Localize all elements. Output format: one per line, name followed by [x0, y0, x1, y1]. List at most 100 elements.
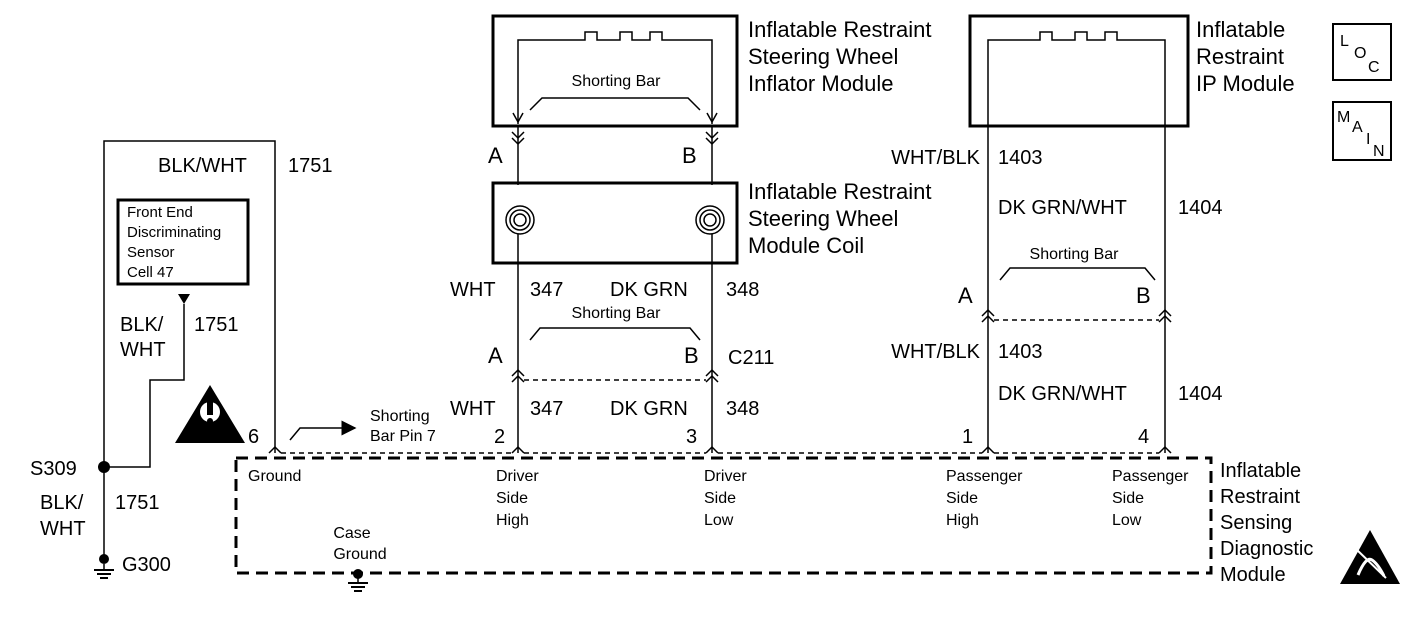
ground-wiring: BLK/WHT 1751 Front End Discriminating Se…: [30, 140, 333, 579]
sw-module-coil: Inflatable Restraint Steering Wheel Modu…: [491, 179, 931, 265]
wire-wht-blk-lower-circuit: 1403: [998, 341, 1043, 363]
wire-dkgrn-348-lower-color: DK GRN: [610, 398, 688, 420]
c211-pin-a: A: [488, 343, 503, 368]
main-letter-a: A: [1352, 119, 1363, 136]
pin-4-function-3: Low: [1112, 512, 1142, 529]
case-ground-label-2: Ground: [333, 546, 386, 563]
coil-title-3: Module Coil: [748, 233, 864, 258]
main-badge[interactable]: M A I N: [1332, 101, 1392, 161]
sdm-title-3: Sensing: [1220, 512, 1292, 534]
sdm-title-5: Module: [1220, 564, 1286, 586]
pin-2-function-2: Side: [496, 490, 528, 507]
loc-letter-o: O: [1354, 45, 1366, 62]
ground-g300-icon: [94, 554, 114, 579]
wire-dkgrn-wht-lower-circuit: 1404: [1178, 383, 1223, 405]
sdm-module: Ground Driver Side High Driver Side Low …: [234, 456, 1313, 592]
sensor-title-4: Cell 47: [127, 264, 174, 281]
pin-4-function-1: Passenger: [1112, 468, 1189, 485]
loc-badge[interactable]: L O C: [1332, 23, 1392, 81]
shorting-pin-note-1: Shorting: [370, 408, 430, 425]
wire-dkgrn-wht-color: DK GRN/WHT: [998, 197, 1127, 219]
wire-dkgrn-wht-circuit: 1404: [1178, 197, 1223, 219]
coil-left-icon: [505, 205, 535, 235]
wire-wht-347-lower-color: WHT: [450, 398, 496, 420]
wire-blk-wht-mid-color2: WHT: [120, 339, 166, 361]
coil-title-2: Steering Wheel: [748, 206, 898, 231]
wire-blk-wht-bot-color1: BLK/: [40, 492, 84, 514]
sw-inflator-title-3: Inflator Module: [748, 71, 894, 96]
sw-inflator-pin-a: A: [488, 143, 503, 168]
sensor-title-2: Discriminating: [127, 224, 221, 241]
warning-icon: [175, 385, 245, 443]
c211-pin-b: B: [684, 343, 699, 368]
ip-module-title-3: IP Module: [1196, 71, 1295, 96]
loc-letter-l: L: [1340, 33, 1349, 50]
pin-2-number: 2: [494, 426, 505, 448]
passenger-wires: WHT/BLK 1403 DK GRN/WHT 1404 Shorting Ba…: [891, 126, 1223, 453]
sdm-connector: 6 2 3 1 4: [248, 426, 1172, 454]
wire-blk-wht-top-circuit: 1751: [288, 155, 333, 177]
c211-label: C211: [728, 347, 774, 369]
sdm-title-4: Diagnostic: [1220, 538, 1313, 560]
sw-inflator-title-2: Steering Wheel: [748, 44, 898, 69]
c211-shorting-bar-label: Shorting Bar: [572, 305, 662, 322]
wire-wht-blk-color: WHT/BLK: [891, 147, 981, 169]
shorting-pin-note-2: Bar Pin 7: [370, 428, 436, 445]
shorting-pin-note: Shorting Bar Pin 7: [289, 408, 436, 445]
case-ground-label-1: Case: [333, 525, 370, 542]
splice-s309-label: S309: [30, 458, 77, 480]
pin-6-function-1: Ground: [248, 468, 301, 485]
loc-letter-c: C: [1368, 59, 1380, 76]
pin-3-function-3: Low: [704, 512, 734, 529]
ip-module: Inflatable Restraint IP Module: [968, 14, 1295, 128]
pin-3-function-1: Driver: [704, 468, 747, 485]
wire-wht-347-color: WHT: [450, 279, 496, 301]
sdm-title-2: Restraint: [1220, 486, 1300, 508]
wire-wht-blk-lower-color: WHT/BLK: [891, 341, 981, 363]
wire-blk-wht-top-color: BLK/WHT: [158, 155, 247, 177]
sw-inflator-pin-b: B: [682, 143, 697, 168]
pin-6-number: 6: [248, 426, 259, 448]
sdm-title-1: Inflatable: [1220, 460, 1301, 482]
ip-module-title-1: Inflatable: [1196, 17, 1285, 42]
pin-1-function-3: High: [946, 512, 979, 529]
sw-inflator-connector: A B: [488, 126, 719, 185]
wire-blk-wht-bot-circuit: 1751: [115, 492, 160, 514]
pin-1-number: 1: [962, 426, 973, 448]
pin-4-number: 4: [1138, 426, 1149, 448]
wire-dkgrn-348-circuit: 348: [726, 279, 759, 301]
wire-wht-blk-circuit: 1403: [998, 147, 1043, 169]
sensor-title-1: Front End: [127, 204, 193, 221]
wire-dkgrn-348-lower-circuit: 348: [726, 398, 759, 420]
ip-connector-pin-b: B: [1136, 283, 1151, 308]
pin-1-function-2: Side: [946, 490, 978, 507]
main-letter-m: M: [1337, 109, 1350, 126]
case-ground-icon: [348, 569, 368, 592]
wire-wht-347-lower-circuit: 347: [530, 398, 563, 420]
sw-inflator-module: Shorting Bar Inflatable Restraint Steeri…: [491, 14, 931, 128]
sw-inflator-shorting-bar-label: Shorting Bar: [572, 73, 662, 90]
esd-warning-icon: [1340, 530, 1400, 584]
front-end-sensor: Front End Discriminating Sensor Cell 47: [116, 198, 250, 286]
ip-connector-pin-a: A: [958, 283, 973, 308]
pin-3-number: 3: [686, 426, 697, 448]
main-letter-i: I: [1366, 131, 1370, 148]
ground-g300-label: G300: [122, 554, 171, 576]
wire-wht-347-circuit: 347: [530, 279, 563, 301]
sw-inflator-title-1: Inflatable Restraint: [748, 17, 931, 42]
pin-2-function-1: Driver: [496, 468, 539, 485]
coil-title-1: Inflatable Restraint: [748, 179, 931, 204]
wire-blk-wht-bot-color2: WHT: [40, 518, 86, 540]
wire-blk-wht-mid-color1: BLK/: [120, 314, 164, 336]
driver-wires: WHT 347 DK GRN 348 Shorting Bar A B C211…: [450, 263, 774, 453]
pin-4-function-2: Side: [1112, 490, 1144, 507]
wire-dkgrn-348-color: DK GRN: [610, 279, 688, 301]
wire-dkgrn-wht-lower-color: DK GRN/WHT: [998, 383, 1127, 405]
coil-right-icon: [695, 205, 725, 235]
ip-shorting-bar-label: Shorting Bar: [1030, 246, 1120, 263]
pin-2-function-3: High: [496, 512, 529, 529]
pin-1-function-1: Passenger: [946, 468, 1023, 485]
ip-module-title-2: Restraint: [1196, 44, 1284, 69]
sensor-title-3: Sensor: [127, 244, 175, 261]
